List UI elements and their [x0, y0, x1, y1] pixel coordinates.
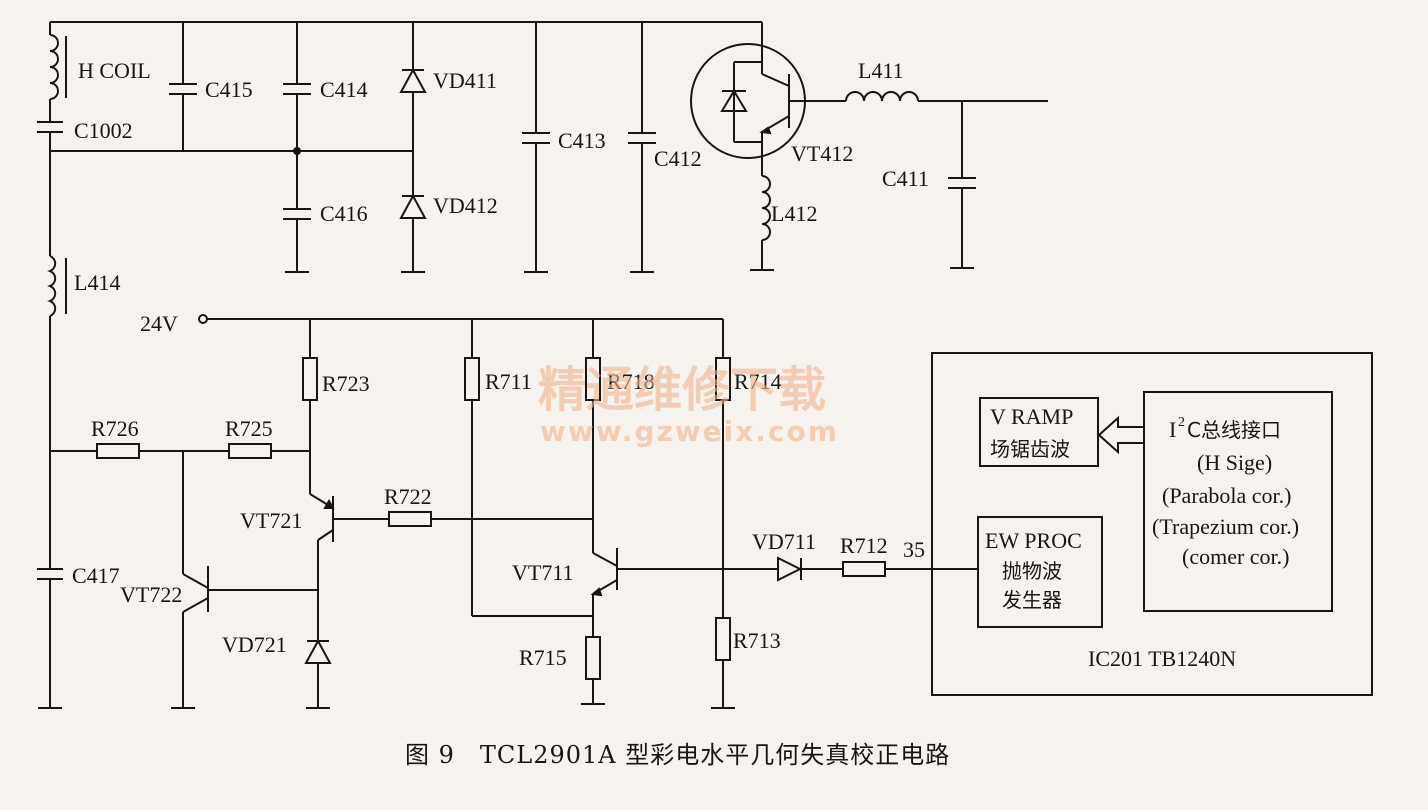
resistor-r726 — [50, 443, 229, 459]
transistor-vt721 — [309, 493, 389, 633]
capacitor-c415 — [169, 22, 197, 151]
label-r725: R725 — [225, 416, 273, 441]
label-l414: L414 — [74, 270, 120, 295]
transistor-vt412 — [690, 22, 846, 176]
figure-caption: 图 9 TCL2901A 型彩电水平几何失真校正电路 — [405, 741, 950, 769]
label-vt711: VT711 — [512, 560, 574, 585]
resistor-r714 — [715, 319, 731, 618]
inductor-l411 — [845, 91, 1048, 102]
label-vd711: VD711 — [752, 529, 816, 554]
label-c413: C413 — [558, 128, 606, 153]
watermark-url: www.gzweix.com — [540, 415, 839, 448]
label-r722: R722 — [384, 484, 432, 509]
transistor-vt711 — [590, 548, 723, 637]
label-h-coil: H COIL — [78, 58, 151, 83]
vramp-label: V RAMP — [990, 404, 1073, 429]
label-c412: C412 — [654, 146, 702, 171]
diode-vd711 — [723, 556, 843, 582]
label-vt412: VT412 — [791, 141, 853, 166]
diode-vd721 — [304, 633, 332, 709]
resistor-r723 — [302, 319, 318, 494]
label-r715: R715 — [519, 645, 567, 670]
resistor-r712 — [842, 561, 978, 577]
inductor-l412 — [750, 175, 774, 271]
resistor-r722 — [388, 511, 593, 527]
label-pin-35: 35 — [903, 537, 925, 562]
ewproc-label: EW PROC — [985, 528, 1082, 553]
capacitor-c411 — [948, 101, 976, 269]
label-l412: L412 — [771, 201, 817, 226]
i2c-prefix: I — [1169, 417, 1176, 442]
label-r718: R718 — [607, 369, 655, 394]
label-c1002: C1002 — [74, 118, 133, 143]
ic-name: IC201 TB1240N — [1088, 646, 1236, 671]
label-r712: R712 — [840, 533, 888, 558]
label-24v: 24V — [140, 311, 178, 336]
ic201-box — [931, 352, 1373, 696]
i2c-corner: (comer cor.) — [1182, 544, 1290, 569]
label-c415: C415 — [205, 77, 253, 102]
i2c-h-sige: (H Sige) — [1197, 450, 1272, 475]
diode-vd412 — [399, 151, 427, 273]
label-vt722: VT722 — [120, 582, 182, 607]
resistor-r715 — [581, 636, 605, 705]
transistor-vt722 — [171, 451, 318, 709]
capacitor-c412 — [628, 22, 656, 273]
i2c-parabola: (Parabola cor.) — [1162, 483, 1292, 508]
label-c411: C411 — [882, 166, 929, 191]
i2c-label: C总线接口 — [1187, 418, 1281, 442]
watermark-title: 精通维修下载 — [538, 362, 826, 418]
i2c-trapezium: (Trapezium cor.) — [1152, 514, 1299, 539]
supply-24v-bus — [198, 314, 723, 324]
i2c-superscript: 2 — [1178, 415, 1185, 430]
label-r726: R726 — [91, 416, 139, 441]
label-vt721: VT721 — [240, 508, 302, 533]
label-c417: C417 — [72, 563, 120, 588]
label-l411: L411 — [858, 58, 904, 83]
capacitor-c414 — [283, 22, 311, 209]
ewproc-label-cn1: 抛物波 — [1002, 559, 1062, 583]
capacitor-c416 — [283, 208, 311, 273]
label-r723: R723 — [322, 371, 370, 396]
vramp-label-cn: 场锯齿波 — [990, 437, 1070, 461]
label-c416: C416 — [320, 201, 368, 226]
junction-dots — [293, 147, 301, 155]
resistor-r725 — [228, 443, 310, 459]
label-r714: R714 — [734, 369, 782, 394]
diode-vd411 — [399, 22, 427, 151]
capacitor-c413 — [522, 22, 550, 273]
label-vd412: VD412 — [433, 193, 498, 218]
label-vd721: VD721 — [222, 632, 287, 657]
label-r711: R711 — [485, 369, 532, 394]
label-vd411: VD411 — [433, 68, 497, 93]
resistor-r718 — [585, 319, 601, 553]
left-rail — [37, 22, 67, 709]
resistor-r711 — [464, 319, 593, 617]
label-c414: C414 — [320, 77, 368, 102]
resistor-r713 — [711, 617, 735, 709]
ewproc-label-cn2: 发生器 — [1002, 588, 1062, 612]
label-r713: R713 — [733, 628, 781, 653]
